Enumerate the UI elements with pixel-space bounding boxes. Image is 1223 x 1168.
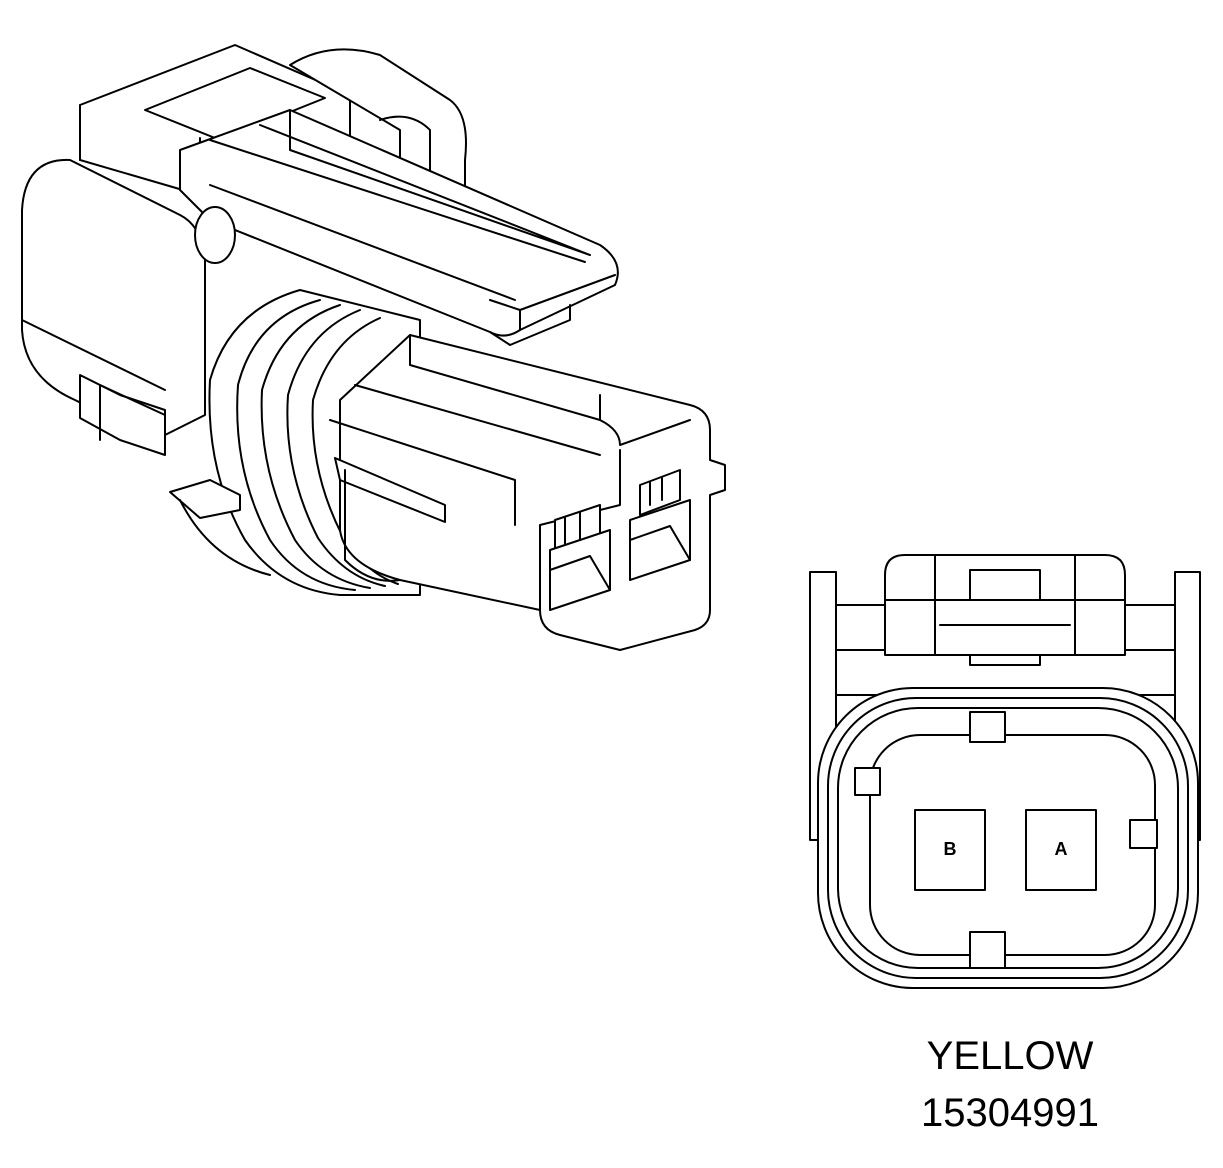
isometric-connector-view — [21, 44, 726, 651]
face-key-left — [854, 767, 881, 796]
front-cavity-detail — [629, 477, 691, 561]
front-cavity-detail — [549, 511, 611, 591]
lower-flange-edge — [179, 499, 271, 576]
side-slot — [334, 457, 446, 523]
seal-ring — [286, 309, 386, 587]
seal-ring — [236, 299, 356, 591]
top-latch-base-slot — [144, 67, 326, 141]
connector-color-label: YELLOW — [926, 1034, 1094, 1078]
seal-ring — [260, 304, 371, 589]
rear-latch-tab-edge — [99, 384, 166, 441]
face-key-right — [1129, 819, 1158, 849]
locking-arm-underside — [489, 304, 571, 346]
front-body — [339, 334, 726, 651]
lower-flange — [169, 479, 241, 519]
front-body-corner — [599, 419, 691, 446]
face-view: B A — [809, 554, 1201, 989]
locking-arm — [179, 109, 619, 337]
side-slot-inner — [344, 469, 401, 582]
connector-part-number: 15304991 — [921, 1091, 1099, 1135]
face-latch-cap — [884, 554, 1126, 656]
locking-arm-ridges — [209, 109, 591, 301]
rear-housing-edge — [21, 319, 166, 391]
face-shroud-inner — [837, 707, 1179, 969]
face-cavity-body — [869, 734, 1156, 956]
cavity-a: A — [1025, 809, 1097, 891]
cavity-b-box — [914, 809, 986, 891]
cavity-b-label: B — [944, 839, 957, 859]
face-latch-cap-detail — [884, 554, 1126, 666]
front-body-top-ridge — [329, 334, 601, 526]
round-post — [194, 206, 236, 264]
face-key-bottom — [969, 931, 1006, 969]
face-shroud-middle — [827, 697, 1189, 979]
face-key-top — [969, 711, 1006, 743]
cavity-b: B — [914, 809, 986, 891]
rear-upper-bump-edge — [379, 115, 431, 201]
cavity-a-box — [1025, 809, 1097, 891]
front-face-cavities — [549, 469, 691, 611]
cavity-a-label: A — [1055, 839, 1068, 859]
locking-arm-tip — [489, 274, 616, 331]
